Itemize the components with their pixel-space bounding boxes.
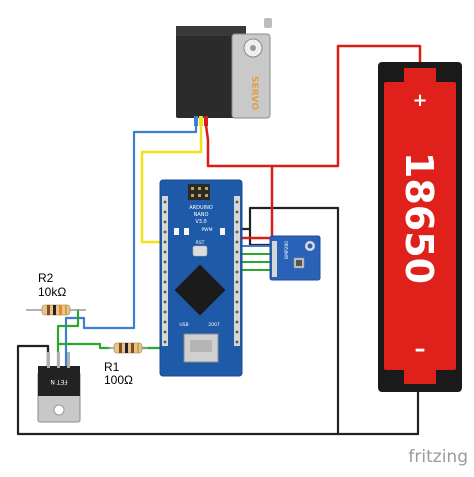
resistor-r1 xyxy=(108,342,148,354)
arduino-pwm-label: PWM xyxy=(201,227,212,233)
r2-value-label: 10kΩ xyxy=(38,285,66,299)
battery-model-label: 18650 xyxy=(397,152,441,284)
arduino-year: 2007 xyxy=(208,322,220,328)
arduino-name-line2: NANO xyxy=(194,212,209,218)
arduino-version: V3.0 xyxy=(195,219,206,225)
battery-plus-sign: + xyxy=(412,90,427,111)
fritzing-watermark: fritzing xyxy=(408,447,468,467)
r2-name-label: R2 xyxy=(38,271,54,285)
wire-r2-mosfet xyxy=(56,308,80,370)
r1-value-label: 100Ω xyxy=(104,373,133,387)
wire-servo-signal xyxy=(140,123,203,244)
wire-power-sensor xyxy=(240,164,274,240)
arduino-usb-label: USB xyxy=(179,322,188,328)
sensor-module: BMP280 xyxy=(269,235,321,281)
mosfet-transistor: FET N xyxy=(37,352,81,423)
sensor-label: BMP280 xyxy=(284,241,290,259)
mosfet-label: FET N xyxy=(50,378,67,385)
battery-18650: + 18650 – xyxy=(378,62,462,392)
wire-battery-plus xyxy=(204,44,422,168)
battery-minus-sign: – xyxy=(415,337,426,362)
servo-motor: SERVO xyxy=(176,18,272,126)
wire-ground-arduino xyxy=(238,206,340,436)
arduino-name-line1: ARDUINO xyxy=(189,205,213,211)
arduino-nano: ARDUINO NANO V3.0 PWM RST USB 2007 xyxy=(159,179,243,377)
servo-brand-label: SERVO xyxy=(249,76,259,110)
arduino-rst-label: RST xyxy=(196,240,205,246)
r1-name-label: R1 xyxy=(104,360,120,374)
resistor-r2 xyxy=(26,304,86,316)
wire-servo-ground-mosfet xyxy=(64,123,198,370)
